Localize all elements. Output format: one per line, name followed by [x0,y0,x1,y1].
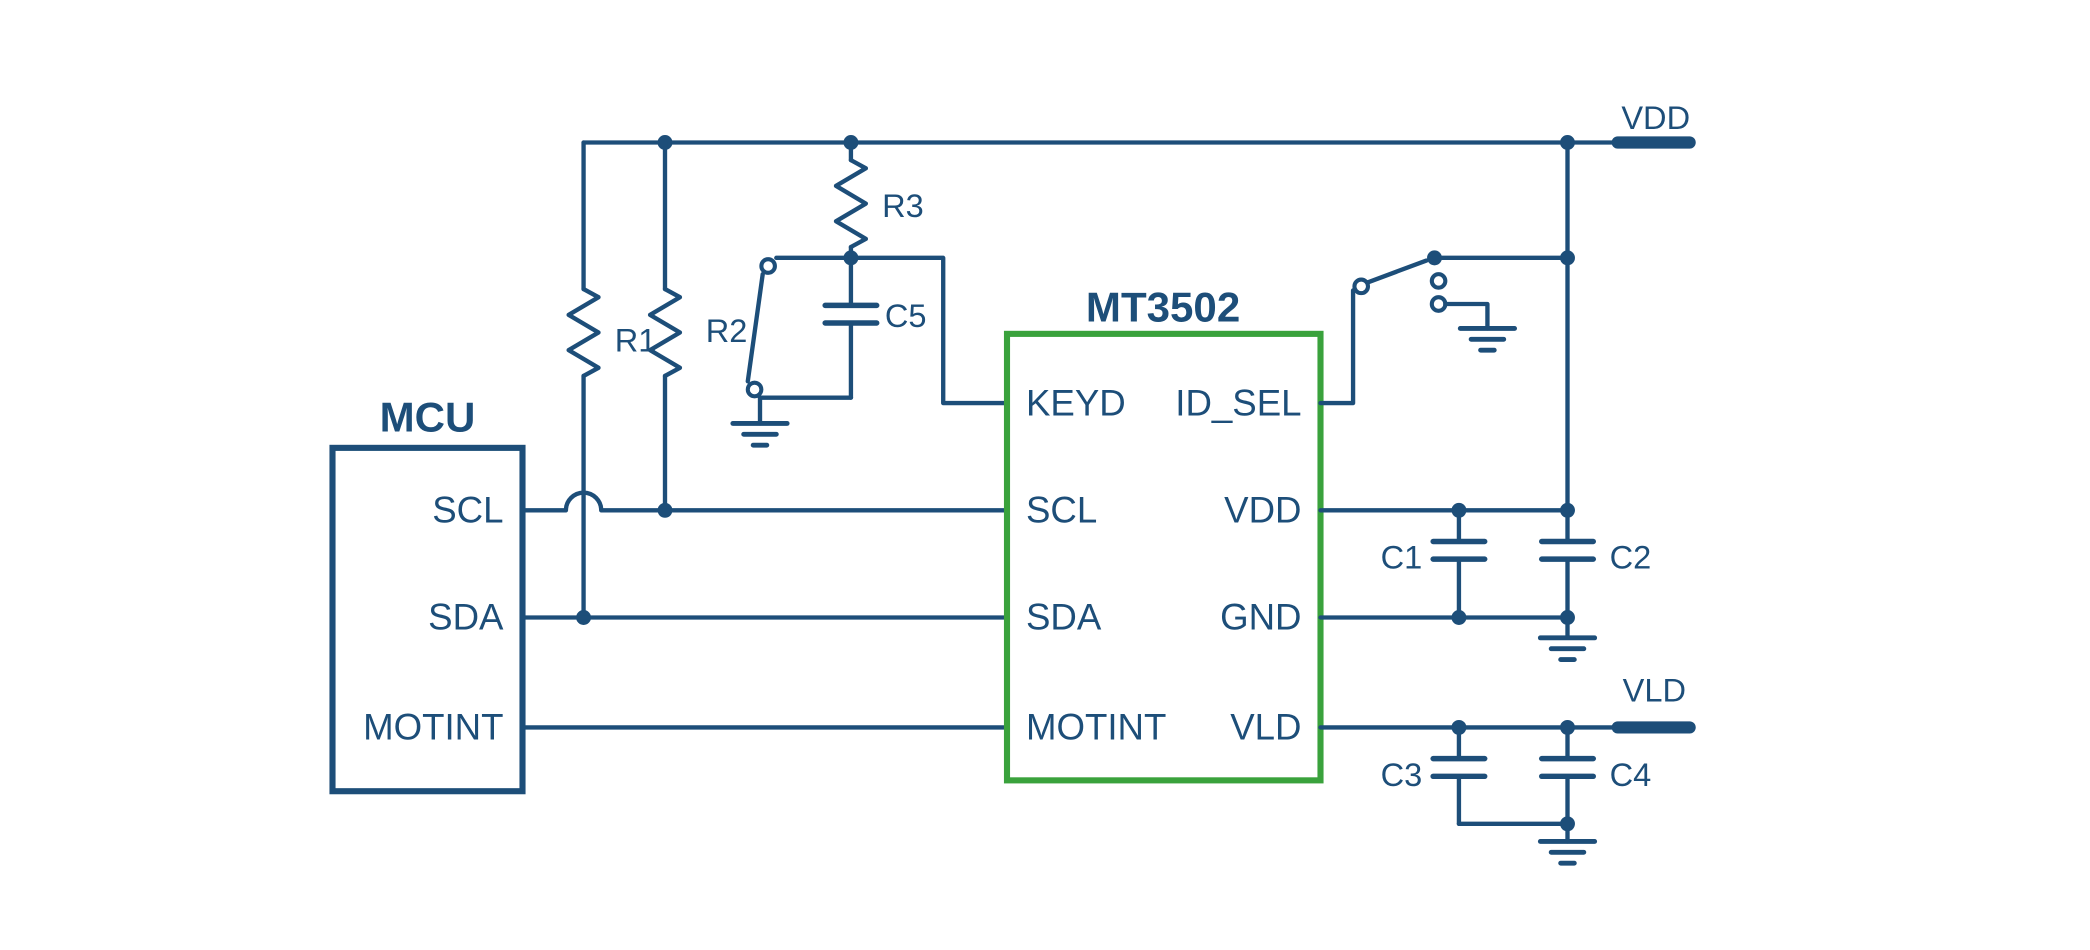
capacitor-c4: C4 [1539,725,1652,826]
capacitor-c2: C2 [1539,508,1652,620]
vdd-rail-label: VDD [1621,100,1690,136]
switch-contact [1429,272,1448,290]
junction-dot [1451,610,1467,625]
resistor-r1: R1 [566,140,657,625]
c2-label: C2 [1610,540,1652,576]
switch-contact [1352,277,1371,296]
mcu-title: MCU [380,394,476,441]
switch-contact [745,380,764,399]
r1-zigzag [566,286,601,379]
switch-contact [759,257,777,275]
mt3502-block: MT3502 KEYD SCL SDA MOTINT ID_SEL VDD GN… [1003,284,1324,784]
pin-motint-label: MOTINT [1026,707,1166,748]
pin-idsel-label: ID_SEL [1175,382,1301,423]
keyd-node-wires [774,255,1010,406]
r2-zigzag [647,286,683,379]
selector-gnd-wire [1443,301,1490,331]
r3-zigzag [833,157,869,250]
r2-label: R2 [706,313,748,349]
pin-keyd-label: KEYD [1026,382,1126,423]
ground-symbol-idsel [1457,325,1518,353]
c3-label: C3 [1381,757,1423,793]
c4-label: C4 [1610,757,1652,793]
pin-scl-label: SCL [1026,490,1097,531]
mt3502-title: MT3502 [1086,284,1240,331]
mt3502-outline [1003,330,1324,784]
wire-scl [520,490,1010,513]
mcu-pin-motint-label: MOTINT [363,707,503,748]
vld-rail-label: VLD [1623,673,1686,709]
selector-arm [1365,258,1429,285]
resistor-r2: R2 [647,140,748,518]
pin-sda-label: SDA [1026,597,1102,638]
vld-rail: VLD [1318,673,1696,735]
wire-keyd [848,255,1010,406]
pin-gnd-label: GND [1220,597,1301,638]
gnd-pin-net [1318,610,1575,641]
capacitor-c5: C5 [822,255,927,400]
c5-label: C5 [885,298,927,334]
vld-ground-net [1456,816,1575,844]
pin-vld-label: VLD [1230,707,1301,748]
idsel-selector-switch [1318,250,1570,406]
r3-label: R3 [882,188,924,224]
junction-dot [1560,135,1575,150]
mcu-pin-scl-label: SCL [432,490,503,531]
mcu-block: MCU SCL SDA MOTINT [329,394,526,795]
vdd-pin-net [1318,502,1575,518]
resistor-r3: R3 [833,140,924,266]
bus-wires [520,490,1010,730]
ground-symbol-gnd-pin [1537,635,1598,663]
r1-label: R1 [615,323,657,359]
capacitor-c1: C1 [1381,508,1488,620]
c1-label: C1 [1381,540,1423,576]
switch-arm [745,271,765,384]
idsel-wire [1318,288,1356,406]
ground-symbol-vld [1537,838,1598,866]
ground-symbol-key [730,420,790,448]
key-switch [745,257,854,426]
pin-vdd-label: VDD [1224,490,1301,531]
capacitor-c3: C3 [1381,725,1488,826]
mcu-pin-sda-label: SDA [428,597,504,638]
